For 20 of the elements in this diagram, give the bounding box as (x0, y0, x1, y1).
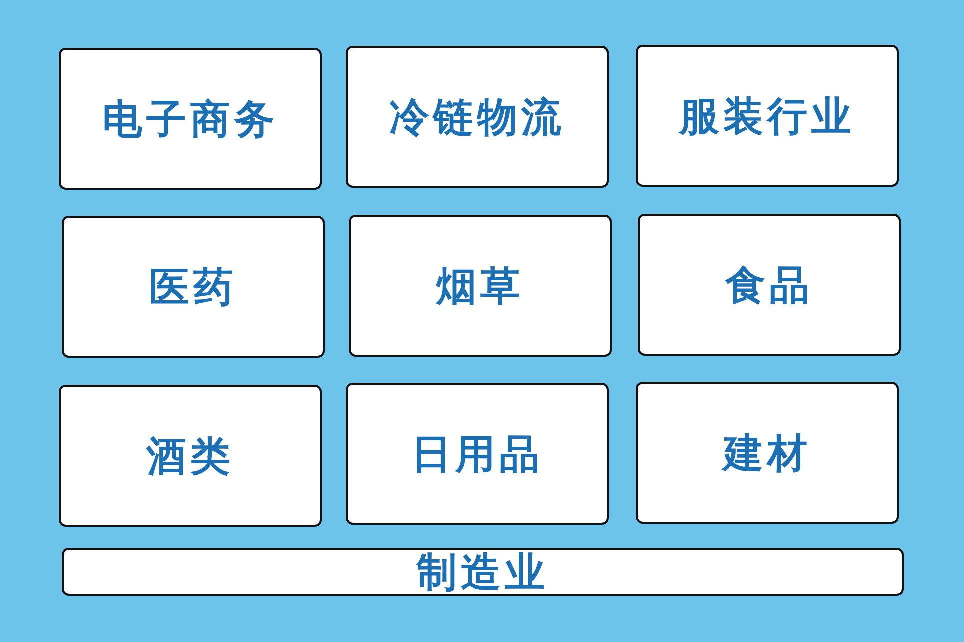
industry-box (346, 46, 609, 188)
industry-box (636, 382, 899, 524)
industry-box (636, 45, 899, 187)
industry-label: 酒类 (146, 432, 234, 482)
industry-label: 建材 (724, 430, 812, 478)
industry-label: 电子商务 (102, 96, 278, 144)
industry-box (349, 215, 612, 357)
industry-label: 食品 (726, 262, 814, 310)
industry-label: 医药 (150, 264, 238, 312)
industry-label: 冷链物流 (390, 94, 566, 142)
industry-box (59, 385, 322, 527)
industry-box (59, 48, 322, 190)
industry-bar (62, 548, 904, 596)
industry-box (638, 214, 901, 356)
industry-label: 烟草 (436, 262, 524, 312)
industry-box (62, 216, 325, 358)
industry-label: 服装行业 (680, 92, 856, 142)
industry-label: 日用品 (412, 430, 544, 480)
industry-label: 制造业 (417, 548, 549, 598)
industry-box (346, 383, 609, 525)
